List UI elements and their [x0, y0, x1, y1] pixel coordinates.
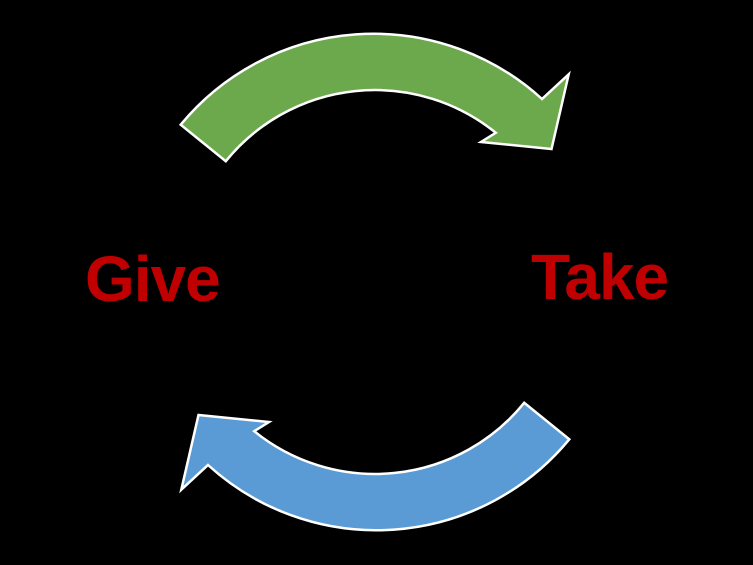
- take-label: Take: [531, 241, 669, 313]
- give-label: Give: [85, 243, 221, 315]
- green-curved-arrow-icon: [178, 32, 571, 163]
- blue-curved-arrow-icon: [179, 401, 572, 532]
